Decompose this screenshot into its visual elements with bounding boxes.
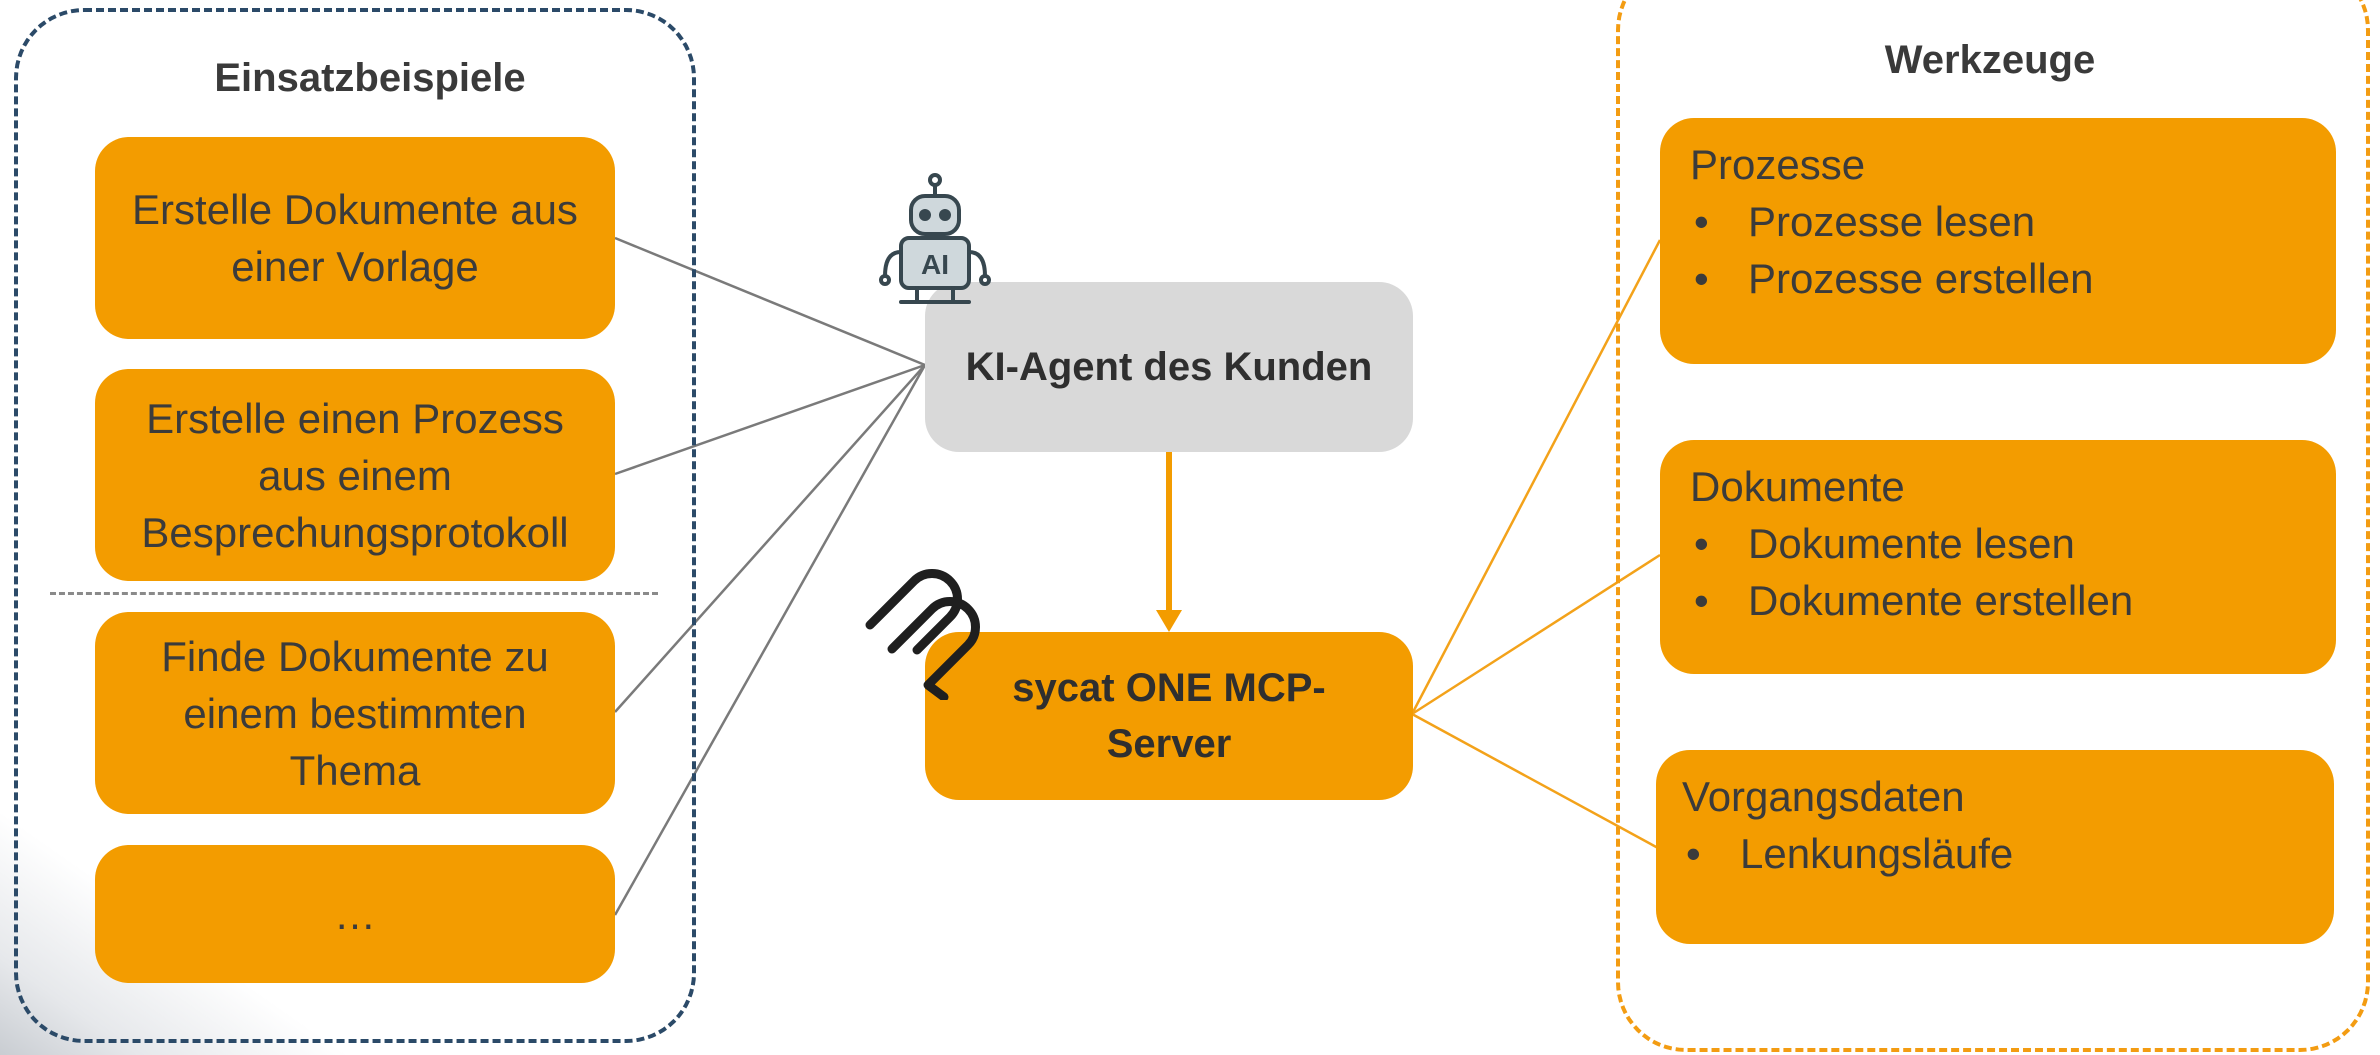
use-case-more: …: [95, 845, 615, 983]
mcp-server-box: sycat ONE MCP-Server: [925, 632, 1413, 800]
tool-item: • Lenkungsläufe: [1682, 825, 2304, 882]
tool-group-documents: Dokumente • Dokumente lesen • Dokumente er…: [1660, 440, 2336, 674]
tool-item-label: Prozesse erstellen: [1748, 255, 2094, 302]
tool-group-name: Dokumente: [1690, 463, 1905, 510]
use-cases-title: Einsatzbeispiele: [214, 56, 526, 100]
bullet: •: [1694, 198, 1709, 245]
bullet: •: [1694, 520, 1709, 567]
tool-item: • Dokumente lesen: [1690, 515, 2306, 572]
robot-icon-label: AI: [921, 249, 949, 280]
customer-ai-agent-box: KI-Agent des Kunden: [925, 282, 1413, 452]
tool-item: • Prozesse lesen: [1690, 193, 2306, 250]
bullet: •: [1694, 577, 1709, 624]
use-case-create-doc-from-template: Erstelle Dokumente aus einer Vorlage: [95, 137, 615, 339]
tools-title: Werkzeuge: [1884, 38, 2096, 82]
tools-group: [1616, 0, 2370, 1052]
mcp-logo-icon: [865, 569, 980, 700]
tool-group-processes: Prozesse • Prozesse lesen • Prozesse erste…: [1660, 118, 2336, 364]
agent-to-server-arrowhead: [1156, 610, 1182, 632]
tool-item: • Prozesse erstellen: [1690, 250, 2306, 307]
use-case-find-docs-by-topic: Finde Dokumente zu einem bestimmten Them…: [95, 612, 615, 814]
use-case-create-process-from-minutes: Erstelle einen Prozess aus einem Besprec…: [95, 369, 615, 581]
connector-usecase-1: [614, 236, 926, 367]
use-cases-group: [14, 8, 696, 1043]
connector-usecase-2: [614, 363, 926, 476]
use-case-divider: [50, 592, 658, 595]
tool-item-label: Dokumente erstellen: [1748, 577, 2134, 624]
bullet: •: [1686, 830, 1701, 877]
tool-group-name: Prozesse: [1690, 141, 1866, 188]
tool-item-label: Lenkungsläufe: [1740, 830, 2014, 877]
tool-item-label: Prozesse lesen: [1748, 198, 2036, 245]
connector-usecase-4: [613, 364, 927, 916]
tool-item: • Dokumente erstellen: [1690, 572, 2306, 629]
robot-icon: AI: [879, 173, 991, 304]
tool-group-name: Vorgangsdaten: [1682, 773, 1965, 820]
connector-usecase-3: [614, 364, 926, 713]
tool-group-process-data: Vorgangsdaten • Lenkungsläufe: [1656, 750, 2334, 944]
bullet: •: [1694, 255, 1709, 302]
tool-item-label: Dokumente lesen: [1748, 520, 2075, 567]
